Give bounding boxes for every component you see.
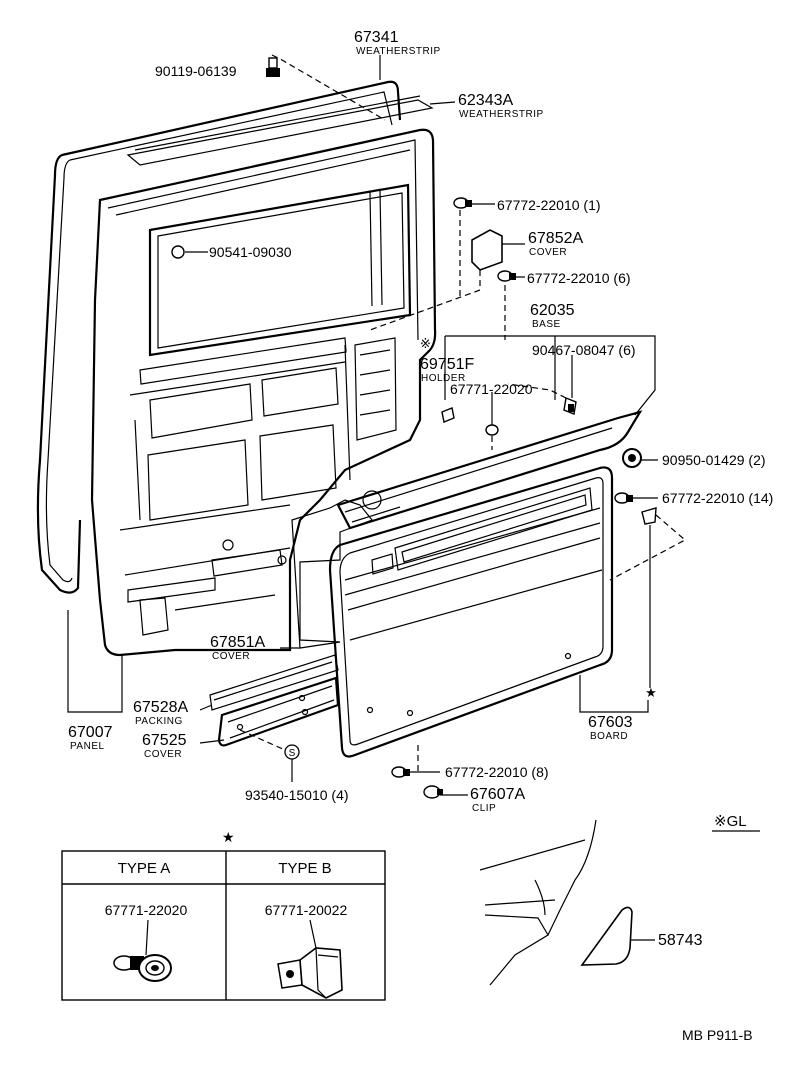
type-a-header: TYPE A (118, 860, 171, 877)
label-67852a-name: COVER (529, 247, 567, 258)
label-90541-number: 90541-09030 (209, 244, 292, 260)
label-62035-name: BASE (532, 319, 561, 330)
label-90467: 90467-08047 (6) (532, 342, 636, 358)
packing-cover-strips (209, 654, 340, 747)
star-marker: ★ (645, 685, 657, 700)
label-67341-number: 67341 (354, 29, 399, 46)
s-marker: S (289, 748, 296, 759)
label-67525-number: 67525 (142, 732, 187, 749)
leader-lines (67, 54, 687, 941)
label-67603-number: 67603 (588, 714, 633, 731)
label-67603-name: BOARD (590, 731, 628, 742)
types-table: ★ TYPE A TYPE B 67771-22020 67771-20022 (61, 829, 386, 1001)
label-69751f-number: 69751F (420, 356, 474, 373)
gl-note: ※GL (714, 813, 747, 830)
type-b-clip-icon (277, 947, 343, 999)
type-b-part: 67771-20022 (265, 902, 348, 918)
label-67851a-name: COVER (212, 651, 250, 662)
label-93540: 93540-15010 (4) (245, 787, 349, 803)
label-67528a-name: PACKING (135, 716, 183, 727)
label-90950: 90950-01429 (2) (662, 452, 766, 468)
label-67851a-number: 67851A (210, 634, 265, 651)
base-62035-drawing (336, 410, 643, 530)
label-67607a-number: 67607A (470, 786, 525, 803)
label-58743: 58743 (658, 932, 703, 949)
label-62343a-number: 62343A (458, 92, 513, 109)
label-67525-name: COVER (144, 749, 182, 760)
inset-58743-drawing (479, 819, 633, 986)
label-67607a-name: CLIP (472, 803, 496, 814)
label-67007-name: PANEL (70, 741, 105, 752)
figure-id: MB P911-B (682, 1027, 753, 1043)
label-67528a-number: 67528A (133, 699, 188, 716)
label-67852a-number: 67852A (528, 230, 583, 247)
types-table-star: ★ (222, 829, 235, 845)
cover-67851a-drawing (291, 499, 373, 649)
type-b-header: TYPE B (278, 860, 331, 877)
type-a-part: 67771-22020 (105, 902, 188, 918)
label-67341-name: WEATHERSTRIP (356, 46, 441, 57)
label-67772-14: 67772-22010 (14) (662, 490, 773, 506)
label-67772-1: 67772-22010 (1) (497, 197, 601, 213)
label-67772-8: 67772-22010 (8) (445, 764, 549, 780)
label-62343a-name: WEATHERSTRIP (459, 109, 544, 120)
label-69751f-name: HOLDER (421, 373, 466, 384)
label-67771: 67771-22020 (450, 381, 533, 397)
fastener-icons (171, 57, 657, 799)
label-90119-number: 90119-06139 (155, 63, 237, 79)
label-67007-number: 67007 (68, 724, 113, 741)
door-panel-drawing (36, 80, 437, 657)
board-67603-drawing (328, 466, 614, 758)
type-a-clip-icon (113, 954, 172, 982)
label-67772-6: 67772-22010 (6) (527, 270, 631, 286)
label-69751f-mark: ※ (420, 336, 431, 351)
label-62035-number: 62035 (530, 302, 575, 319)
